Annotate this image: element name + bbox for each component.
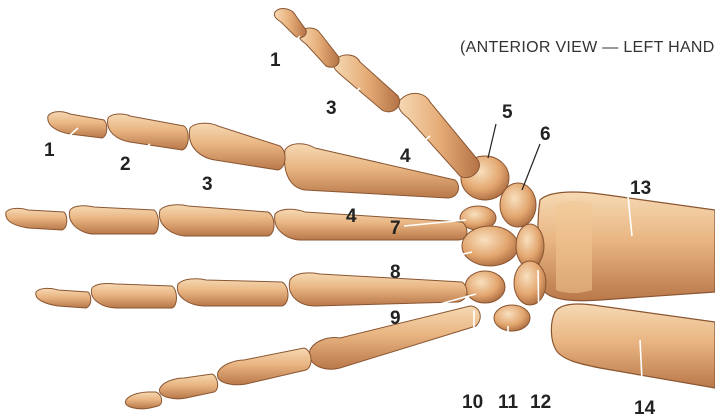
label-thumb-distal-phalanx: 1	[270, 50, 281, 71]
label-hamate: 9	[390, 308, 401, 329]
label-radius: 13	[630, 178, 651, 199]
ring-finger-ray	[36, 273, 467, 308]
triquetrum-bone	[514, 261, 546, 305]
label-index-proximal-phalanx: 3	[202, 174, 213, 195]
radius-bone	[538, 192, 715, 301]
capitate-bone	[462, 226, 518, 266]
view-title: (ANTERIOR VIEW — LEFT HAND)	[460, 39, 715, 56]
label-thumb-metacarpal: 4	[400, 146, 411, 167]
label-triquetrum: 11	[498, 392, 519, 413]
hamate-bone	[465, 271, 505, 303]
carpal-bones	[460, 156, 546, 331]
index-finger-ray	[48, 112, 459, 198]
little-finger-ray	[125, 306, 480, 409]
label-scaphoid: 6	[540, 124, 551, 145]
label-pisiform: 10	[462, 392, 483, 413]
ulna-bone	[551, 304, 715, 388]
scaphoid-bone	[500, 183, 536, 227]
label-index-metacarpal: 4	[346, 206, 357, 227]
label-index-distal-phalanx: 1	[44, 140, 55, 161]
label-index-middle-phalanx: 2	[120, 154, 131, 175]
label-trapezium: 5	[502, 102, 513, 123]
pisiform-bone	[494, 305, 530, 331]
label-ulna: 14	[634, 398, 656, 419]
label-lunate: 12	[530, 392, 551, 413]
label-capitate: 8	[390, 262, 401, 283]
label-thumb-proximal-phalanx: 3	[326, 98, 337, 119]
label-trapezoid: 7	[390, 218, 401, 239]
